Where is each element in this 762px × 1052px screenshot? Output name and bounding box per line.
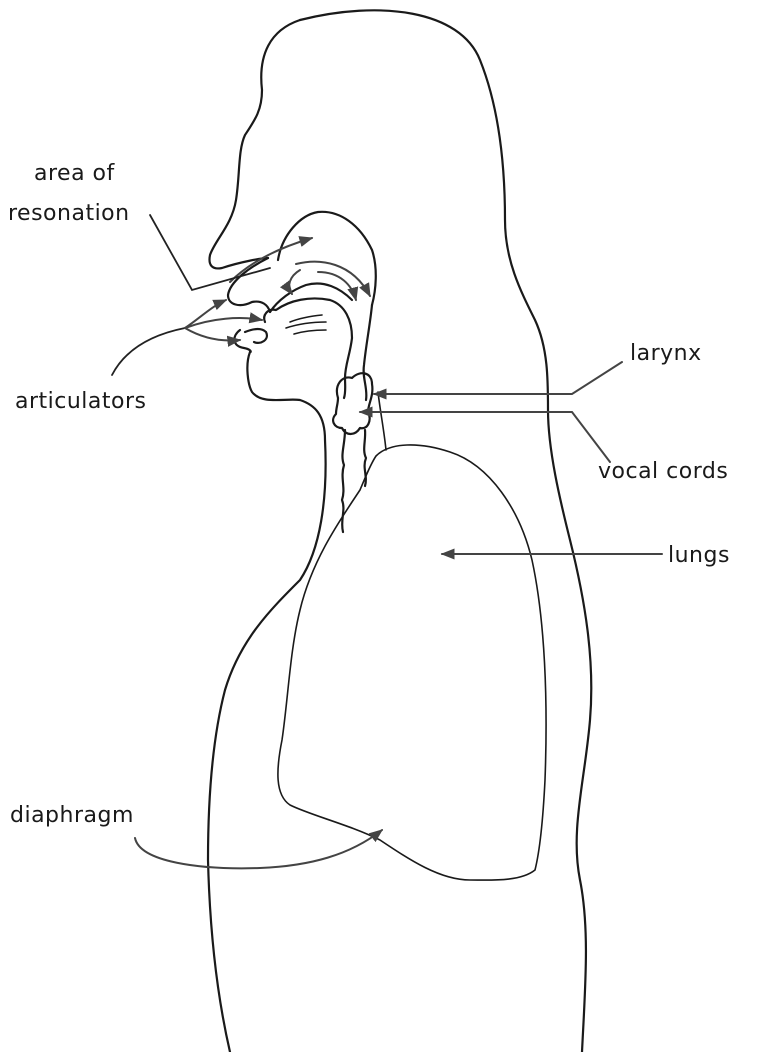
larynx-shape — [333, 373, 372, 434]
esophagus-line — [378, 392, 386, 450]
label-lungs: lungs — [668, 543, 730, 568]
tongue-texture — [286, 315, 326, 334]
chin-chest-outline — [208, 352, 326, 1052]
label-vocal-cords: vocal cords — [598, 459, 728, 484]
head-face-outline — [210, 20, 301, 268]
larynx-leader — [374, 362, 622, 394]
lung-outline — [278, 445, 546, 880]
articulators-arrow-lower — [185, 328, 240, 341]
vocal-cords-leader — [360, 412, 610, 462]
label-larynx: larynx — [630, 341, 702, 366]
tongue-front — [245, 329, 267, 343]
resonation-arrow-2 — [296, 262, 370, 296]
pharynx-back-wall — [364, 305, 372, 400]
articulators-leader — [112, 328, 185, 375]
label-articulators: articulators — [15, 389, 147, 414]
label-diaphragm: diaphragm — [10, 803, 134, 828]
resonation-arrow-4 — [318, 272, 356, 300]
label-area-of-resonation-line1: area of — [34, 161, 116, 186]
articulators-arrow-upper — [185, 300, 226, 328]
pharynx-front-wall — [344, 378, 345, 398]
diaphragm-leader — [135, 830, 382, 868]
label-area-of-resonation-line2: resonation — [8, 201, 130, 226]
tongue-outline — [264, 298, 352, 378]
